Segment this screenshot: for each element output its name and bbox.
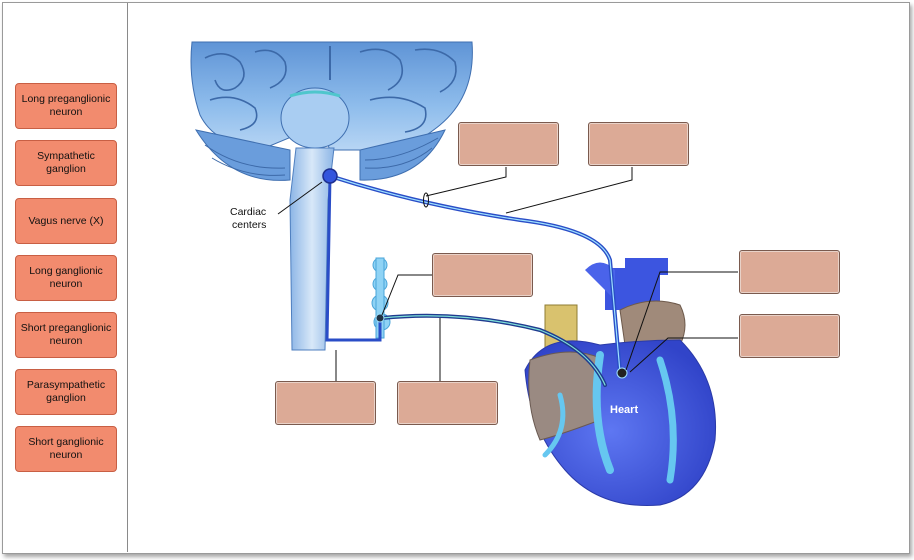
drop-target-2[interactable]: [588, 122, 689, 166]
drop-target-7[interactable]: [397, 381, 498, 425]
label-cardiac-centers-line2: centers: [232, 219, 267, 231]
spinal-cord: [289, 147, 335, 351]
brain: [190, 41, 473, 181]
bank-item-short-ganglionic-neuron[interactable]: Short ganglionic neuron: [15, 426, 117, 472]
panel-divider: [127, 3, 128, 552]
nerve-pathways: [322, 168, 628, 387]
drop-target-6[interactable]: [275, 381, 376, 425]
drop-target-3[interactable]: [432, 253, 533, 297]
heart: [524, 258, 717, 507]
label-heart: Heart: [610, 404, 639, 416]
drop-target-1[interactable]: [458, 122, 559, 166]
leader-lines: [277, 167, 738, 381]
bank-item-vagus-nerve[interactable]: Vagus nerve (X): [15, 198, 117, 244]
drop-target-4[interactable]: [739, 250, 840, 294]
bank-item-long-ganglionic-neuron[interactable]: Long ganglionic neuron: [15, 255, 117, 301]
drop-target-5[interactable]: [739, 314, 840, 358]
bank-item-sympathetic-ganglion[interactable]: Sympathetic ganglion: [15, 140, 117, 186]
bank-item-short-preganglionic-neuron[interactable]: Short preganglionic neuron: [15, 312, 117, 358]
label-cardiac-centers-line1: Cardiac: [230, 206, 267, 218]
bank-item-long-preganglionic-neuron[interactable]: Long preganglionic neuron: [15, 83, 117, 129]
bank-item-parasympathetic-ganglion[interactable]: Parasympathetic ganglion: [15, 369, 117, 415]
